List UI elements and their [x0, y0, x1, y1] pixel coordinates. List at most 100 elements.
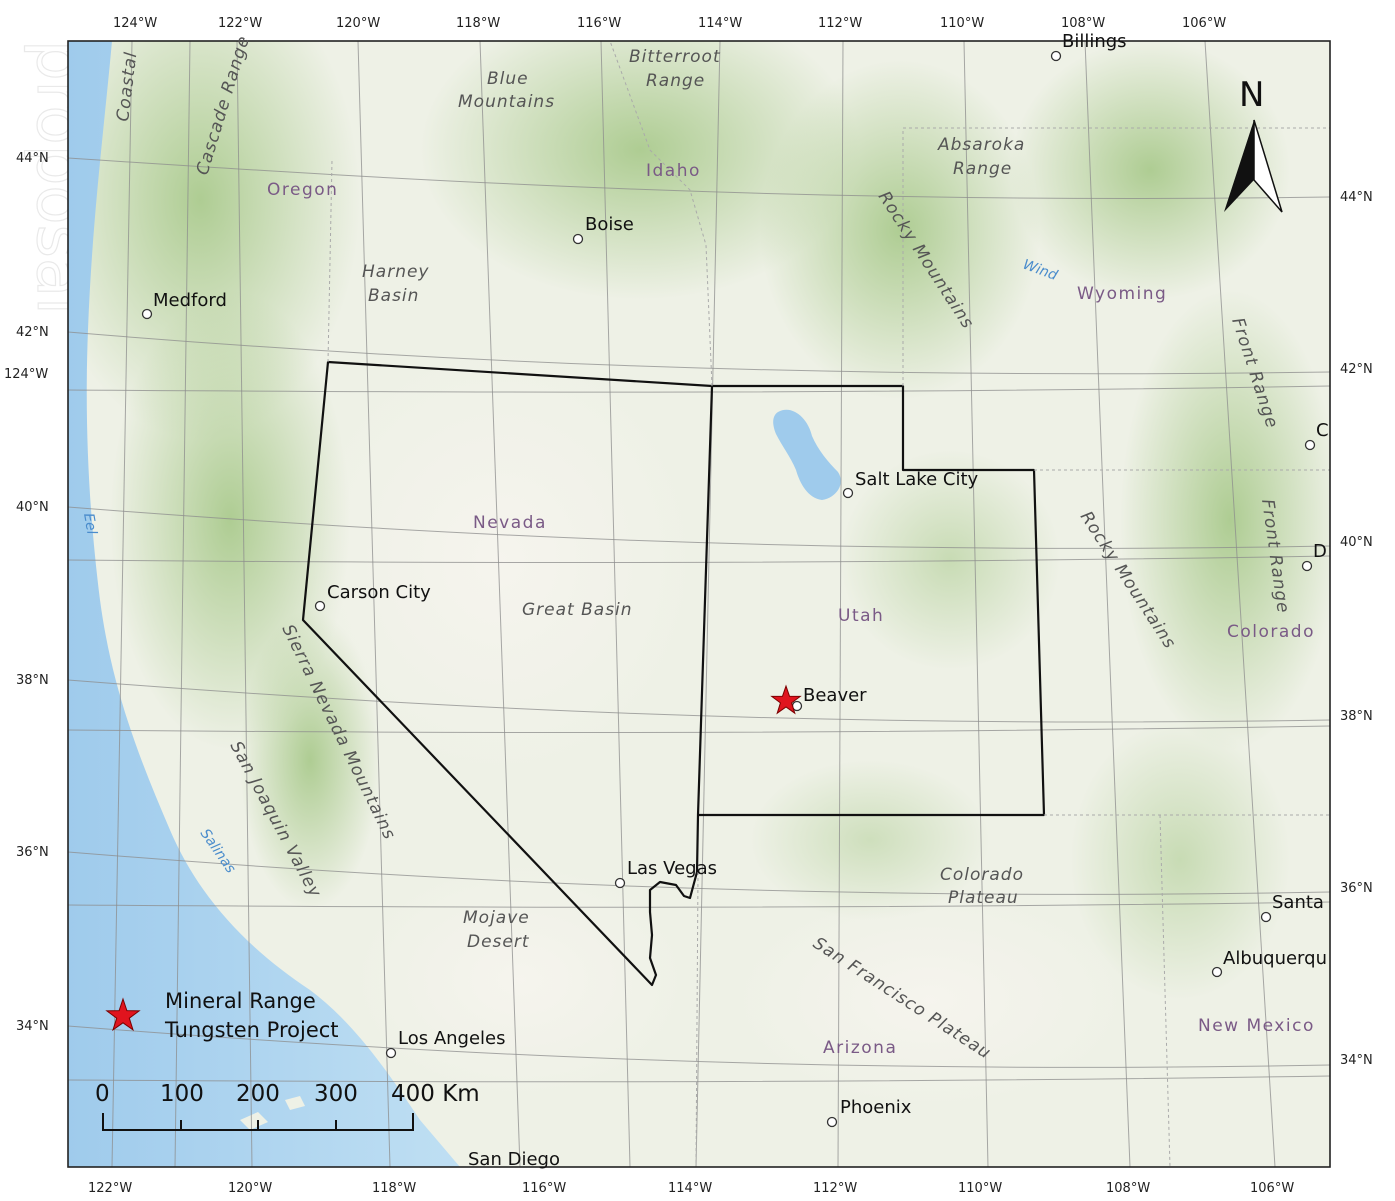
svg-text:38°N: 38°N: [16, 673, 49, 688]
svg-text:116°W: 116°W: [522, 1181, 566, 1196]
svg-text:Range: Range: [953, 159, 1012, 179]
city-label-c: C: [1316, 420, 1329, 441]
pacific-ocean: [68, 41, 460, 1167]
city-label-albuquerque: Albuquerqu: [1223, 948, 1327, 969]
map-frame: [67, 40, 1331, 1168]
scale-bar: 0 100 200 300 400 Km: [95, 1081, 480, 1131]
left-ticks: 44°N 42°N 124°W 40°N 38°N 36°N 34°N: [4, 151, 49, 1034]
state-labels: Oregon Idaho Wyoming Nevada Utah Colorad…: [267, 161, 1315, 1058]
svg-text:34°N: 34°N: [16, 1019, 49, 1034]
svg-text:40°N: 40°N: [1340, 535, 1373, 550]
svg-text:116°W: 116°W: [577, 16, 621, 31]
svg-text:300: 300: [314, 1081, 358, 1107]
terrain-shading: [68, 41, 1330, 1110]
svg-text:118°W: 118°W: [456, 16, 500, 31]
svg-text:106°W: 106°W: [1250, 1181, 1294, 1196]
legend-line-2: Tungsten Project: [164, 1018, 339, 1042]
legend-star-icon: [105, 997, 141, 1032]
top-ticks: 124°W 122°W 120°W 118°W 116°W 114°W 112°…: [113, 16, 1226, 31]
state-label-utah: Utah: [838, 606, 884, 626]
city-label-phoenix: Phoenix: [840, 1097, 912, 1118]
svg-text:Mountains: Mountains: [458, 92, 555, 112]
svg-text:124°W: 124°W: [4, 367, 48, 382]
svg-text:34°N: 34°N: [1340, 1053, 1373, 1068]
svg-text:Bitterroot: Bitterroot: [629, 47, 721, 67]
state-label-oregon: Oregon: [267, 180, 338, 200]
svg-text:Harney: Harney: [362, 262, 429, 282]
svg-text:118°W: 118°W: [372, 1181, 416, 1196]
svg-text:114°W: 114°W: [668, 1181, 712, 1196]
north-arrow-icon: N: [1224, 75, 1283, 213]
legend: Mineral Range Tungsten Project: [105, 989, 339, 1042]
bottom-ticks: 122°W 120°W 118°W 116°W 114°W 112°W 110°…: [88, 1181, 1294, 1196]
svg-text:Plateau: Plateau: [948, 888, 1019, 908]
city-label-d: D: [1313, 541, 1327, 562]
svg-text:108°W: 108°W: [1106, 1181, 1150, 1196]
state-label-colorado: Colorado: [1227, 622, 1315, 642]
city-label-san-diego: San Diego: [468, 1149, 560, 1170]
svg-text:42°N: 42°N: [1340, 362, 1373, 377]
graticule: [68, 41, 1330, 1167]
nevada-border: [301, 360, 714, 987]
city-label-santa: Santa: [1272, 892, 1324, 913]
svg-text:36°N: 36°N: [16, 845, 49, 860]
city-label-medford: Medford: [153, 290, 227, 311]
state-label-wyoming: Wyoming: [1077, 284, 1167, 304]
svg-text:100: 100: [160, 1081, 204, 1107]
svg-text:Eel: Eel: [80, 512, 99, 536]
city-label-billings: Billings: [1062, 31, 1127, 52]
svg-text:120°W: 120°W: [336, 16, 380, 31]
svg-text:42°N: 42°N: [16, 325, 49, 340]
city-label-beaver: Beaver: [803, 685, 867, 706]
state-label-arizona: Arizona: [823, 1038, 897, 1058]
svg-text:Desert: Desert: [467, 932, 530, 952]
svg-text:44°N: 44°N: [1340, 190, 1373, 205]
svg-text:Range: Range: [646, 71, 705, 91]
svg-text:400 Km: 400 Km: [391, 1081, 480, 1107]
svg-text:110°W: 110°W: [940, 16, 984, 31]
svg-text:124°W: 124°W: [113, 16, 157, 31]
state-label-nevada: Nevada: [473, 513, 547, 533]
state-label-idaho: Idaho: [646, 161, 701, 181]
north-label: N: [1239, 75, 1264, 115]
svg-text:40°N: 40°N: [16, 500, 49, 515]
svg-text:Blue: Blue: [487, 69, 529, 89]
city-label-los-angeles: Los Angeles: [398, 1028, 506, 1049]
svg-text:Basin: Basin: [368, 286, 419, 306]
svg-text:112°W: 112°W: [813, 1181, 857, 1196]
right-ticks: 44°N 42°N 40°N 38°N 36°N 34°N: [1340, 190, 1373, 1068]
svg-text:110°W: 110°W: [958, 1181, 1002, 1196]
svg-text:Colorado: Colorado: [940, 865, 1024, 885]
channel-islands: [240, 1096, 305, 1130]
svg-text:36°N: 36°N: [1340, 881, 1373, 896]
svg-text:Absaroka: Absaroka: [937, 135, 1025, 155]
city-markers: [141, 50, 1316, 1128]
project-star-icon[interactable]: [770, 684, 802, 715]
city-labels: Billings Boise Medford Salt Lake City Ca…: [153, 31, 1329, 1170]
svg-text:114°W: 114°W: [698, 16, 742, 31]
city-label-carson-city: Carson City: [327, 582, 431, 603]
svg-text:38°N: 38°N: [1340, 709, 1373, 724]
svg-text:122°W: 122°W: [88, 1181, 132, 1196]
svg-text:Great Basin: Great Basin: [522, 600, 633, 620]
svg-text:120°W: 120°W: [228, 1181, 272, 1196]
svg-text:106°W: 106°W: [1182, 16, 1226, 31]
svg-text:44°N: 44°N: [16, 151, 49, 166]
svg-text:112°W: 112°W: [818, 16, 862, 31]
city-label-salt-lake-city: Salt Lake City: [855, 469, 979, 490]
svg-text:108°W: 108°W: [1061, 16, 1105, 31]
legend-line-1: Mineral Range: [165, 989, 316, 1013]
utah-border: [698, 384, 1046, 817]
map-body: [68, 41, 1330, 1167]
other-state-lines: [327, 41, 1330, 1167]
svg-text:Mojave: Mojave: [463, 908, 530, 928]
state-label-new-mexico: New Mexico: [1198, 1016, 1315, 1036]
svg-text:0: 0: [95, 1081, 110, 1107]
svg-text:122°W: 122°W: [218, 16, 262, 31]
city-label-boise: Boise: [585, 214, 634, 235]
great-salt-lake: [773, 409, 841, 500]
svg-text:200: 200: [236, 1081, 280, 1107]
city-label-las-vegas: Las Vegas: [627, 858, 717, 879]
